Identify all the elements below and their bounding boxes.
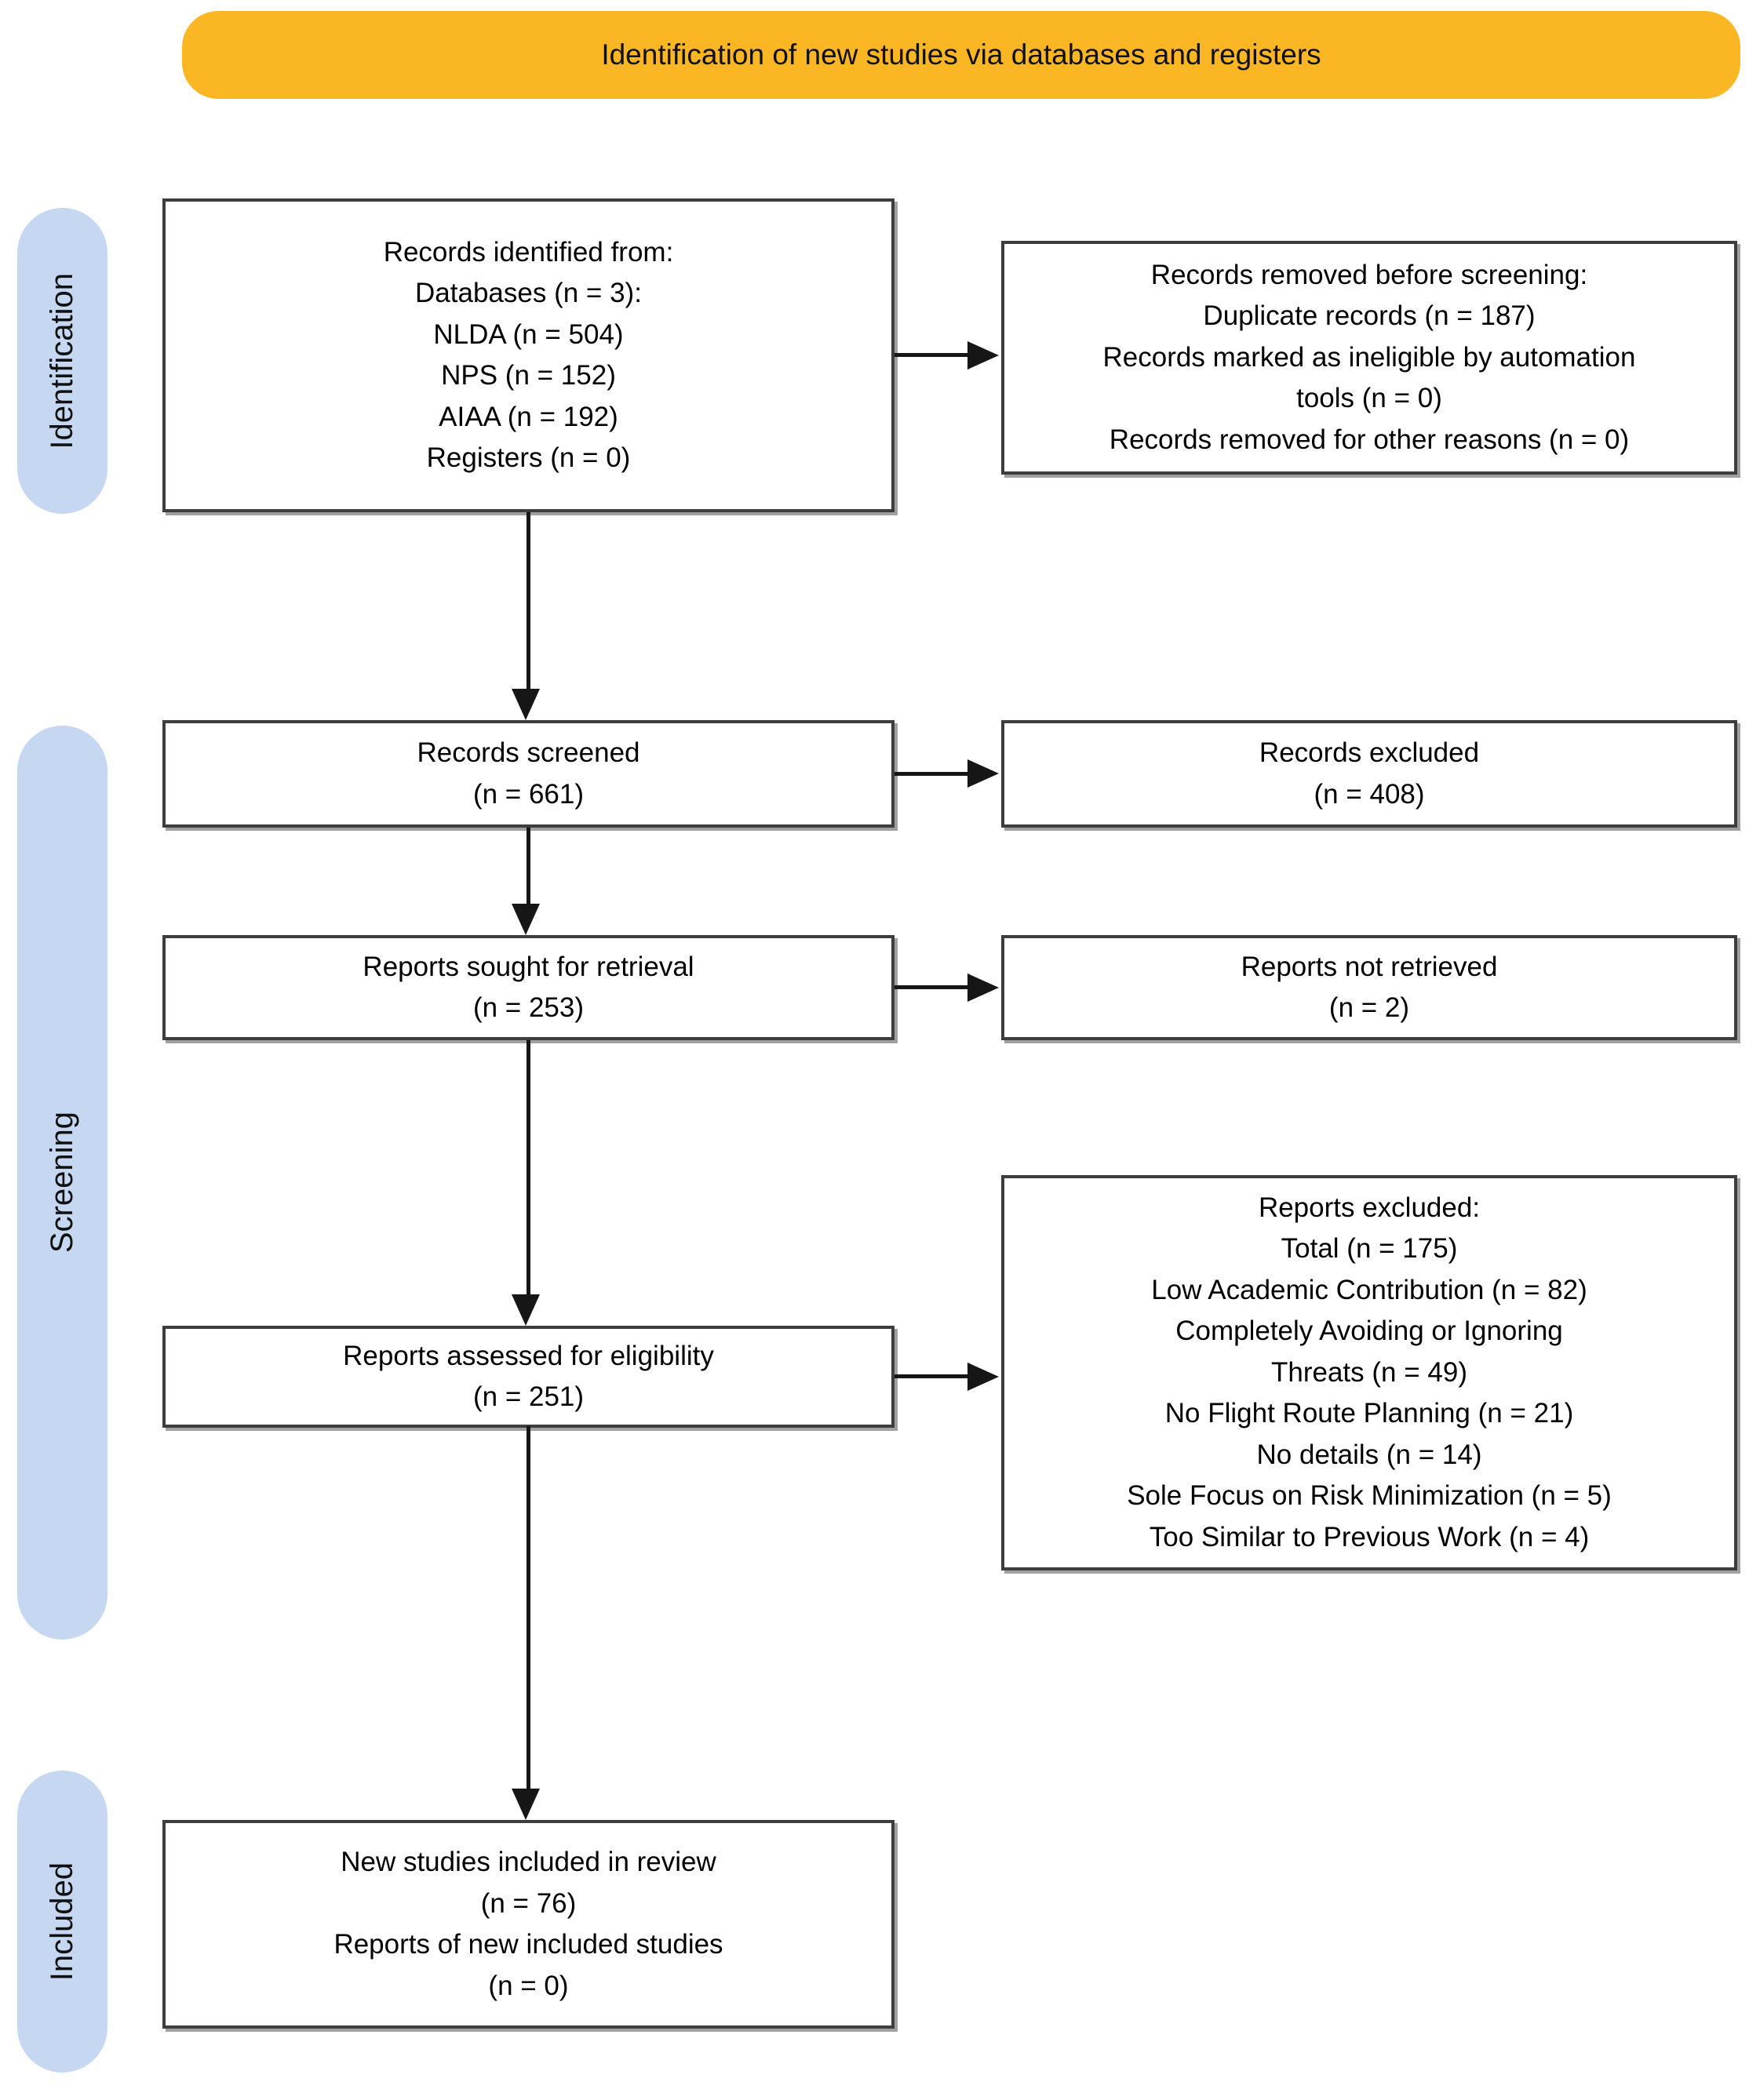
arrowhead-identified-to-screened xyxy=(512,689,540,720)
stage-included-text: Included xyxy=(45,1862,79,1982)
box-new-studies-included: New studies included in review (n = 76) … xyxy=(162,1820,895,2029)
arrow-line-sought-to-assessed xyxy=(527,1040,530,1296)
box-new-studies-text: New studies included in review (n = 76) … xyxy=(333,1847,723,2001)
arrowhead-assessed-to-included xyxy=(512,1789,540,1820)
arrow-line-assessed-to-included xyxy=(527,1426,530,1790)
box-records-excluded-text: Records excluded (n = 408) xyxy=(1259,737,1480,810)
stage-label-screening: Screening xyxy=(17,726,107,1640)
arrow-line-sought-to-not-retrieved xyxy=(895,985,969,989)
box-reports-assessed-text: Reports assessed for eligibility (n = 25… xyxy=(343,1340,714,1413)
box-records-removed-before-screening: Records removed before screening: Duplic… xyxy=(1001,241,1737,475)
box-records-removed-text: Records removed before screening: Duplic… xyxy=(1102,259,1636,455)
box-reports-assessed-for-eligibility: Reports assessed for eligibility (n = 25… xyxy=(162,1326,895,1428)
arrowhead-identified-to-removed xyxy=(967,341,999,369)
arrowhead-screened-to-sought xyxy=(512,904,540,935)
banner-identification-via-databases: Identification of new studies via databa… xyxy=(182,11,1740,99)
stage-label-identification: Identification xyxy=(17,208,107,514)
box-reports-not-retrieved: Reports not retrieved (n = 2) xyxy=(1001,935,1737,1040)
arrowhead-sought-to-assessed xyxy=(512,1294,540,1326)
box-records-screened: Records screened (n = 661) xyxy=(162,720,895,828)
arrowhead-assessed-to-reports-excluded xyxy=(967,1363,999,1391)
box-reports-not-retrieved-text: Reports not retrieved (n = 2) xyxy=(1241,951,1498,1024)
arrow-line-identified-to-screened xyxy=(527,512,530,690)
arrow-line-identified-to-removed xyxy=(895,353,969,357)
box-records-excluded: Records excluded (n = 408) xyxy=(1001,720,1737,828)
arrowhead-sought-to-not-retrieved xyxy=(967,974,999,1002)
box-reports-excluded: Reports excluded: Total (n = 175) Low Ac… xyxy=(1001,1175,1737,1570)
box-reports-excluded-text: Reports excluded: Total (n = 175) Low Ac… xyxy=(1127,1192,1612,1552)
box-records-screened-text: Records screened (n = 661) xyxy=(417,737,640,810)
box-records-identified-text: Records identified from: Databases (n = … xyxy=(383,236,674,474)
stage-screening-text: Screening xyxy=(45,1112,79,1254)
banner-label: Identification of new studies via databa… xyxy=(601,38,1321,71)
arrowhead-screened-to-excluded xyxy=(967,759,999,788)
stage-identification-text: Identification xyxy=(45,272,79,449)
stage-label-included: Included xyxy=(17,1771,107,2073)
arrow-line-screened-to-sought xyxy=(527,828,530,905)
box-records-identified: Records identified from: Databases (n = … xyxy=(162,198,895,512)
box-reports-sought-text: Reports sought for retrieval (n = 253) xyxy=(363,951,694,1024)
arrow-line-assessed-to-reports-excluded xyxy=(895,1374,969,1378)
arrow-line-screened-to-excluded xyxy=(895,772,969,776)
box-reports-sought-for-retrieval: Reports sought for retrieval (n = 253) xyxy=(162,935,895,1040)
